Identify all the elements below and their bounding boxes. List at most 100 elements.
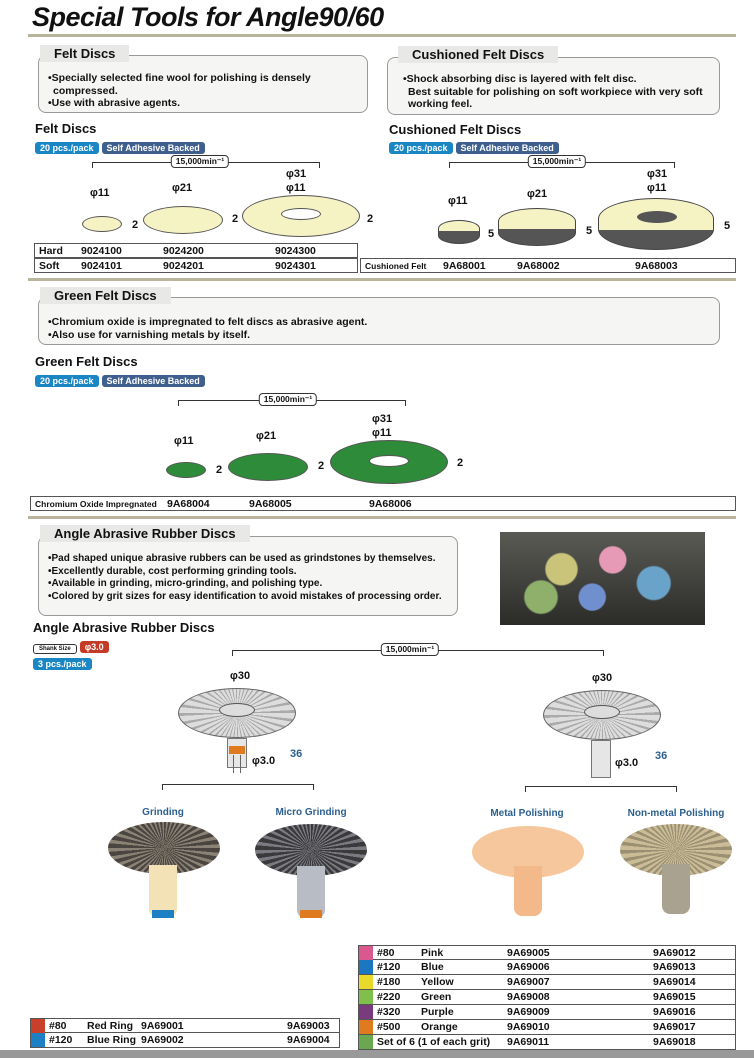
grinding-shaft bbox=[149, 865, 177, 917]
non-metal-polishing-shaft bbox=[662, 864, 690, 914]
shank bbox=[233, 755, 241, 773]
dim-label: φ11 bbox=[174, 435, 194, 447]
code: 9A69006 bbox=[507, 961, 550, 973]
cushioned-description: •Shock absorbing disc is layered with fe… bbox=[403, 73, 703, 110]
dim-label: 5 bbox=[488, 228, 495, 240]
cushioned-disc-31 bbox=[598, 198, 714, 250]
color-name: Blue Ring bbox=[87, 1034, 136, 1046]
shaft-dim: φ3.0 bbox=[615, 757, 639, 769]
shaft bbox=[591, 740, 611, 778]
metal-polishing-shaft bbox=[514, 866, 542, 916]
dim-label: φ11 bbox=[372, 427, 392, 439]
dim-label: φ11 bbox=[448, 195, 468, 207]
green-heading: Green Felt Discs bbox=[35, 354, 138, 369]
felt-discs-description: •Specially selected fine wool for polish… bbox=[48, 72, 311, 109]
dim-label: φ31 bbox=[372, 413, 393, 425]
pack-badge: 3 pcs./pack bbox=[33, 654, 95, 672]
dim-label: φ11 bbox=[90, 187, 110, 199]
polishing-tool-drawing bbox=[543, 690, 661, 740]
section-rule bbox=[28, 278, 736, 281]
felt-disc-11 bbox=[82, 216, 122, 232]
color-name: Blue bbox=[421, 961, 444, 973]
felt-heading: Felt Discs bbox=[35, 121, 97, 136]
speed-label: 15,000min⁻¹ bbox=[527, 155, 587, 168]
grit: #80 bbox=[377, 946, 395, 959]
grit: #180 bbox=[377, 976, 401, 988]
cushioned-info-box bbox=[387, 57, 720, 115]
grit: #500 bbox=[377, 1021, 401, 1033]
dim-label: φ30 bbox=[592, 672, 613, 684]
color-swatch bbox=[359, 1005, 373, 1019]
green-disc-31 bbox=[330, 440, 448, 484]
color-name: Pink bbox=[421, 946, 444, 959]
page-footer-bar bbox=[0, 1050, 754, 1058]
color-name: Red Ring bbox=[87, 1019, 134, 1032]
rubber-description: •Pad shaped unique abrasive rubbers can … bbox=[48, 553, 442, 602]
dim-label: φ31 bbox=[286, 168, 307, 180]
dim-label: 2 bbox=[216, 464, 223, 476]
dim-label: φ21 bbox=[256, 430, 277, 442]
rubber-tab: Angle Abrasive Rubber Discs bbox=[40, 525, 250, 542]
color-swatch bbox=[31, 1019, 45, 1033]
grit: #320 bbox=[377, 1006, 401, 1018]
green-disc-11 bbox=[166, 462, 206, 478]
dim-label: φ21 bbox=[172, 182, 193, 194]
code: 9A69008 bbox=[507, 991, 550, 1003]
dim-label: φ21 bbox=[527, 188, 548, 200]
section-rule bbox=[28, 516, 736, 519]
speed-label: 15,000min⁻¹ bbox=[258, 393, 318, 406]
code: 9A69015 bbox=[653, 991, 696, 1003]
code: 9A69011 bbox=[507, 1036, 550, 1048]
code: 9A69014 bbox=[653, 976, 696, 988]
dim-label: 2 bbox=[457, 457, 464, 469]
felt-disc-21 bbox=[143, 206, 223, 234]
color-name: Orange bbox=[421, 1021, 458, 1033]
cushioned-disc-21 bbox=[498, 208, 576, 246]
dim-label: 2 bbox=[232, 213, 239, 225]
length-dim: 36 bbox=[290, 748, 303, 760]
code: 9A69003 bbox=[287, 1019, 330, 1032]
green-disc-21 bbox=[228, 453, 308, 481]
code: 9A69002 bbox=[141, 1034, 184, 1046]
dim-label: φ11 bbox=[647, 182, 667, 194]
felt-disc-31 bbox=[242, 195, 360, 237]
code: 9A69012 bbox=[653, 946, 696, 959]
green-tab: Green Felt Discs bbox=[40, 287, 171, 304]
code: 9A69010 bbox=[507, 1021, 550, 1033]
dim-label: 2 bbox=[367, 213, 374, 225]
cushioned-tab: Cushioned Felt Discs bbox=[398, 46, 559, 63]
code: 9A69013 bbox=[653, 961, 696, 973]
color-name: Green bbox=[421, 991, 452, 1003]
color-swatch bbox=[31, 1033, 45, 1047]
code: 9A69001 bbox=[141, 1019, 184, 1032]
grit: #80 bbox=[49, 1019, 67, 1032]
type-label: Non-metal Polishing bbox=[627, 808, 725, 819]
type-bracket bbox=[162, 784, 314, 790]
title-rule bbox=[28, 34, 736, 37]
speed-label: 15,000min⁻¹ bbox=[170, 155, 230, 168]
code: 9A69007 bbox=[507, 976, 550, 988]
code: 9A69005 bbox=[507, 946, 550, 959]
green-description: •Chromium oxide is impregnated to felt d… bbox=[48, 316, 368, 341]
code: 9A69004 bbox=[287, 1034, 330, 1046]
color-swatch bbox=[359, 1020, 373, 1034]
shaft-dim: φ3.0 bbox=[252, 755, 276, 767]
type-label: Grinding bbox=[142, 807, 184, 818]
cushioned-disc-11 bbox=[438, 220, 480, 244]
page-title: Special Tools for Angle90/60 bbox=[32, 2, 384, 32]
color-swatch bbox=[359, 1035, 373, 1049]
